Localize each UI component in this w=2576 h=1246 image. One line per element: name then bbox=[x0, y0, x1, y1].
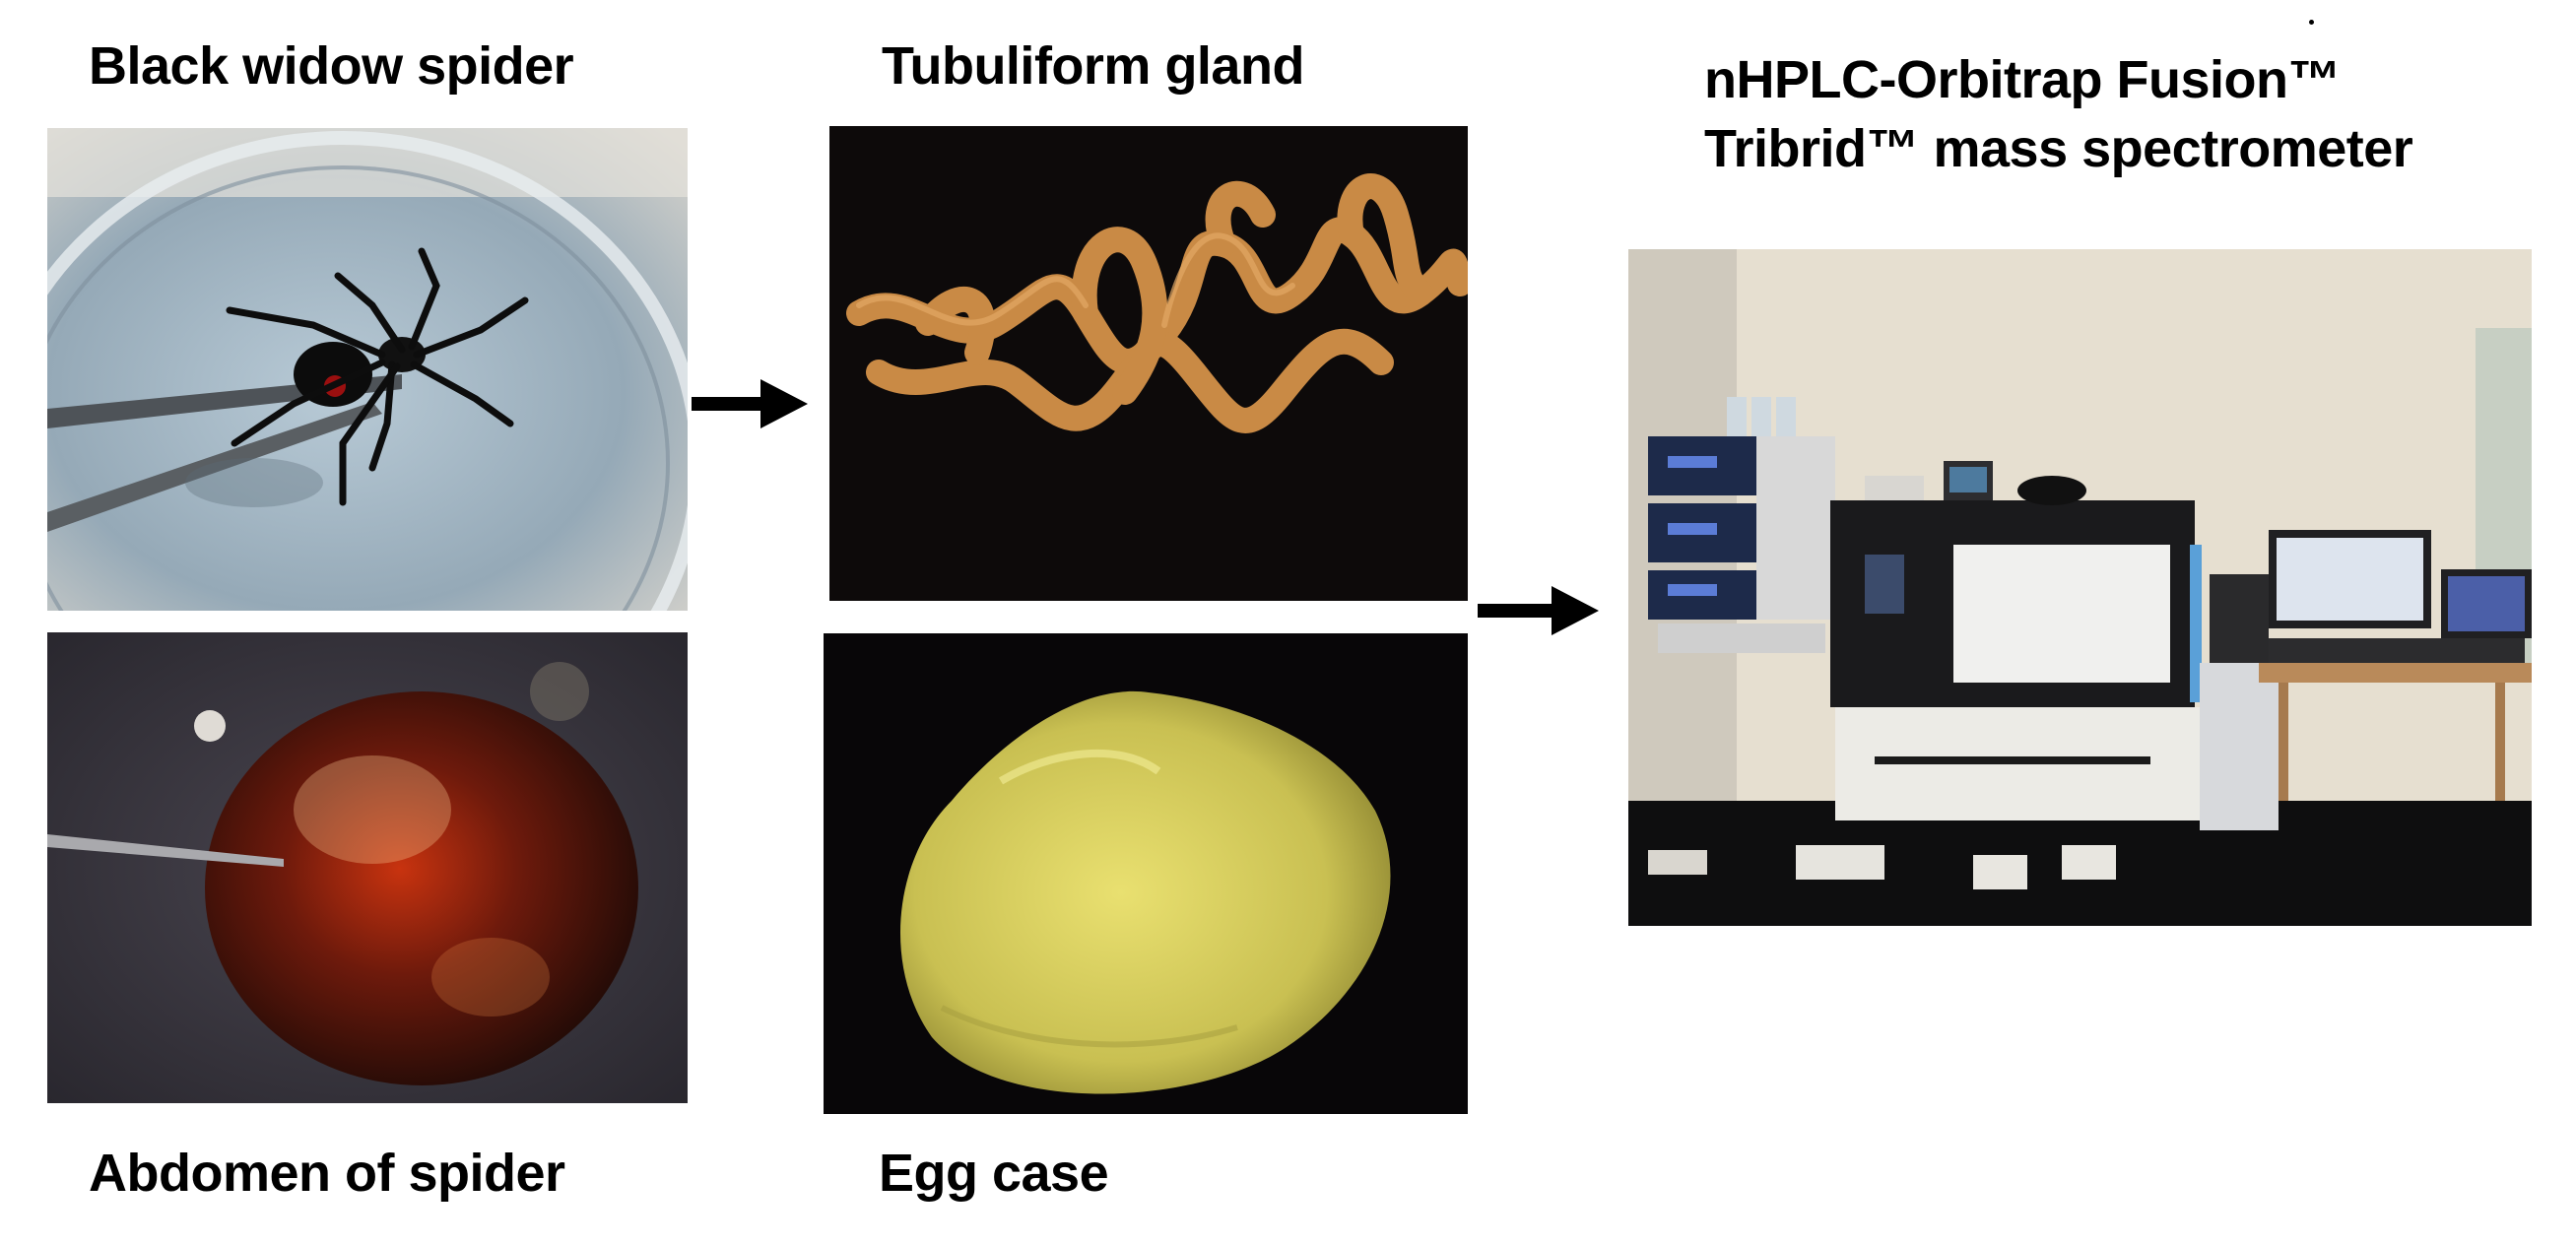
photo-tubuliform-gland bbox=[829, 126, 1468, 601]
egg-case-figure bbox=[899, 690, 1391, 1094]
computer-monitors bbox=[2269, 530, 2532, 638]
spider-figure bbox=[226, 247, 529, 506]
label-egg-case: Egg case bbox=[879, 1144, 1109, 1203]
photo-abdomen-of-spider bbox=[47, 632, 688, 1103]
label-black-widow-spider: Black widow spider bbox=[89, 36, 574, 96]
photo-black-widow-spider bbox=[47, 128, 688, 611]
arrow-spider-to-gland bbox=[692, 374, 810, 433]
mass-spectrometer bbox=[1830, 461, 2202, 820]
label-abdomen-of-spider: Abdomen of spider bbox=[89, 1144, 565, 1203]
label-instrument-line2: Tribrid™ mass spectrometer bbox=[1704, 119, 2413, 178]
arrow-gland-to-instrument bbox=[1478, 581, 1601, 640]
label-instrument-line1: nHPLC-Orbitrap Fusion™ bbox=[1704, 50, 2341, 109]
label-tubuliform-gland: Tubuliform gland bbox=[882, 36, 1304, 96]
stray-dot bbox=[2309, 20, 2314, 25]
photo-egg-case bbox=[824, 633, 1468, 1114]
photo-mass-spectrometer-lab bbox=[1628, 249, 2532, 926]
hplc-stack bbox=[1648, 397, 1835, 653]
